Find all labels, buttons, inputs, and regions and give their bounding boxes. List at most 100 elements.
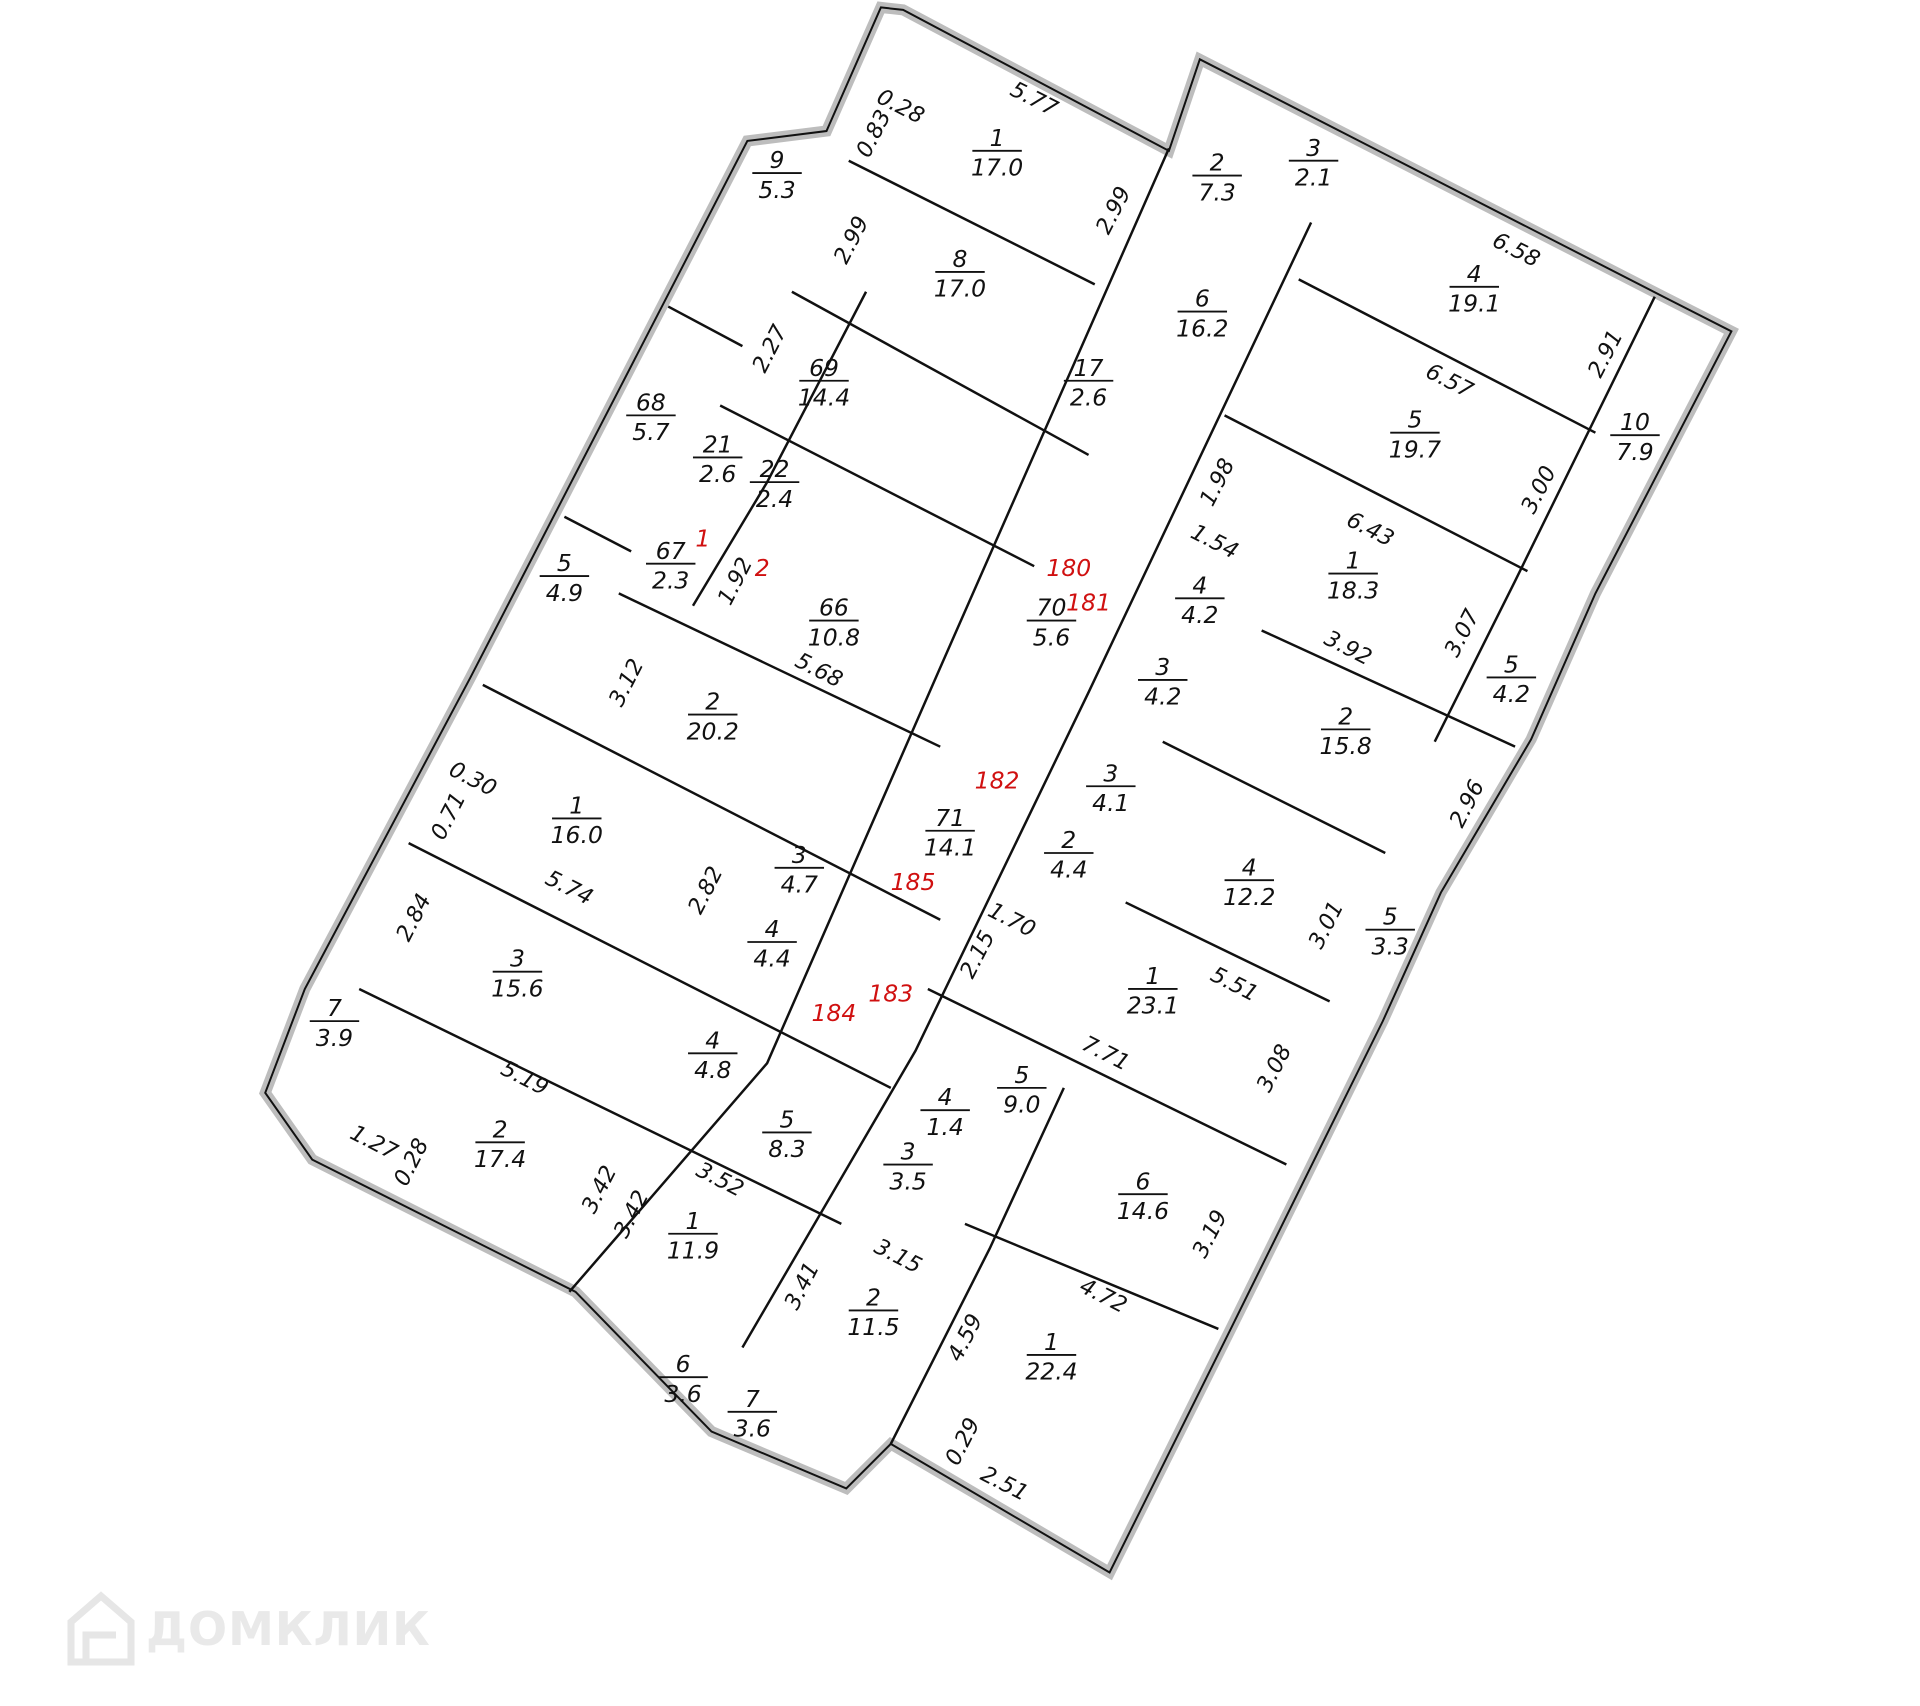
room-number: 4 <box>938 1083 953 1111</box>
room-label: 123.1 <box>1127 962 1179 1020</box>
room-number: 70 <box>1037 594 1067 622</box>
room-area: 2.4 <box>756 485 793 513</box>
dimension-label: 3.41 <box>779 1258 825 1314</box>
dimension-label: 3.15 <box>870 1234 926 1280</box>
room-label: 54.9 <box>539 549 590 607</box>
dimension-label: 3.92 <box>1320 625 1376 671</box>
room-number: 6 <box>676 1350 691 1378</box>
room-label: 817.0 <box>934 245 986 303</box>
room-area: 15.8 <box>1320 732 1372 760</box>
room-label: 33.5 <box>883 1138 933 1195</box>
dimension-label: 3.42 <box>577 1161 623 1217</box>
room-area: 14.6 <box>1117 1197 1169 1225</box>
room-area: 4.2 <box>1493 680 1530 708</box>
room-number: 1 <box>990 124 1005 152</box>
room-label: 73.9 <box>309 994 360 1052</box>
room-area: 11.9 <box>667 1236 719 1264</box>
room-number: 22 <box>760 455 790 483</box>
room-area: 3.3 <box>1372 932 1409 960</box>
room-area: 2.1 <box>1295 163 1332 191</box>
outer-walls <box>258 1 1739 1581</box>
room-number: 9 <box>770 146 785 174</box>
room-number: 67 <box>656 537 686 565</box>
room-label: 215.8 <box>1320 702 1372 760</box>
room-number: 2 <box>1338 702 1353 730</box>
room-area: 4.4 <box>1050 856 1087 884</box>
room-label: 95.3 <box>752 146 802 204</box>
room-number: 10 <box>1620 408 1650 436</box>
room-number: 1 <box>686 1207 701 1235</box>
dimension-label: 2.82 <box>683 862 729 918</box>
watermark-text: ДОМКЛИК <box>146 1602 431 1656</box>
room-label: 58.3 <box>762 1105 812 1163</box>
room-label: 111.9 <box>667 1207 719 1265</box>
flat-number: 1 <box>695 524 710 552</box>
room-label: 220.2 <box>687 688 739 746</box>
room-number: 21 <box>703 430 733 458</box>
room-area: 16.0 <box>551 821 603 849</box>
room-number: 5 <box>779 1105 794 1133</box>
room-area: 3.6 <box>734 1415 771 1443</box>
room-area: 22.4 <box>1025 1358 1077 1386</box>
room-area: 5.3 <box>758 176 795 204</box>
dimension-label: 2.91 <box>1583 326 1629 382</box>
room-number: 66 <box>819 594 849 622</box>
room-label: 211.5 <box>847 1283 899 1341</box>
flat-number: 185 <box>891 868 936 896</box>
room-area: 5.6 <box>1033 623 1070 651</box>
dimension-label: 5.19 <box>497 1056 553 1102</box>
room-number: 3 <box>792 841 807 869</box>
room-label: 44.8 <box>688 1026 738 1084</box>
room-area: 4.4 <box>753 945 790 973</box>
room-number: 4 <box>1192 571 1207 599</box>
dimension-label: 7.71 <box>1078 1031 1134 1077</box>
room-label: 217.4 <box>474 1115 526 1173</box>
room-label: 122.4 <box>1025 1328 1077 1386</box>
room-label: 54.2 <box>1486 651 1537 708</box>
room-label: 34.1 <box>1086 759 1136 817</box>
room-label: 32.1 <box>1288 134 1339 191</box>
dimension-label: 3.01 <box>1303 897 1349 953</box>
room-label: 63.6 <box>658 1350 708 1408</box>
room-number: 4 <box>705 1026 720 1054</box>
room-labels: 117.095.3817.027.332.1616.2419.16914.417… <box>309 124 1660 1443</box>
room-number: 3 <box>1103 759 1118 787</box>
room-area: 4.1 <box>1092 789 1129 817</box>
room-number: 5 <box>1504 651 1519 679</box>
room-area: 5.7 <box>632 418 669 446</box>
room-label: 705.6 <box>1026 594 1077 651</box>
room-number: 5 <box>1407 406 1422 434</box>
room-label: 34.7 <box>774 841 825 899</box>
room-label: 44.4 <box>747 915 797 973</box>
room-label: 118.3 <box>1327 547 1379 605</box>
room-number: 6 <box>1195 285 1210 313</box>
dimension-label: 2.84 <box>391 889 437 945</box>
room-number: 5 <box>1014 1061 1029 1089</box>
room-label: 412.2 <box>1223 853 1275 911</box>
dimension-label: 1.54 <box>1186 519 1242 565</box>
room-area: 17.4 <box>474 1145 526 1173</box>
room-label: 672.3 <box>645 537 696 594</box>
room-number: 1 <box>1145 962 1160 990</box>
room-area: 2.6 <box>699 460 736 488</box>
dimension-label: 0.29 <box>940 1414 986 1470</box>
flat-number: 180 <box>1046 554 1091 582</box>
room-label: 73.6 <box>727 1385 778 1443</box>
room-label: 519.7 <box>1389 406 1441 464</box>
room-area: 4.9 <box>546 579 583 607</box>
room-area: 7.9 <box>1616 438 1653 466</box>
room-area: 16.2 <box>1176 314 1228 342</box>
dimension-label: 3.42 <box>609 1186 655 1242</box>
room-area: 19.1 <box>1448 290 1500 318</box>
dimension-label: 5.68 <box>791 648 847 694</box>
room-area: 14.4 <box>798 383 850 411</box>
room-area: 8.3 <box>768 1135 805 1163</box>
room-label: 107.9 <box>1610 408 1660 466</box>
room-label: 59.0 <box>997 1061 1047 1119</box>
room-area: 11.5 <box>847 1313 899 1341</box>
room-number: 5 <box>1383 903 1398 931</box>
